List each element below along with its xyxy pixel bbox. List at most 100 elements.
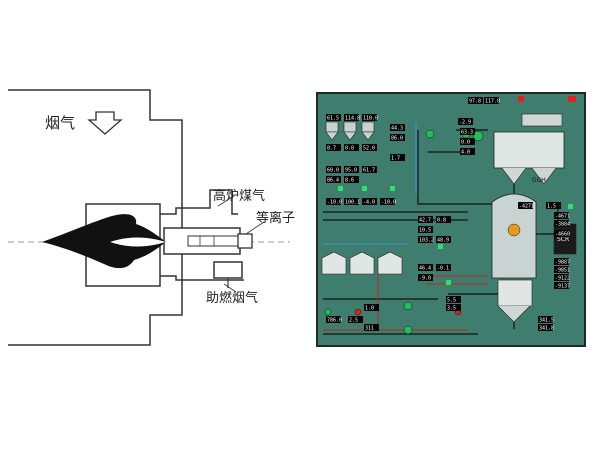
reading-box — [326, 114, 341, 121]
reading-value: -10.0 — [327, 200, 342, 206]
reading-value: 311 — [365, 326, 374, 332]
reading-box — [390, 124, 405, 131]
reading-box — [344, 176, 359, 183]
blast-furnace-gas-label: 高炉煤气 — [213, 188, 265, 204]
reading-value: 61.7 — [363, 168, 375, 174]
reading-value: 0.8 — [437, 218, 446, 224]
reading-box — [446, 296, 461, 303]
reading-box — [348, 316, 363, 323]
reading-value: 61.5 — [327, 116, 339, 122]
reading-box — [418, 264, 433, 271]
reading-box — [390, 134, 405, 141]
reading-value: 3.5 — [447, 306, 456, 312]
reading-value: 0.0 — [461, 140, 470, 146]
reading-value: 8.6 — [345, 178, 354, 184]
reading-value: -9887 — [555, 260, 570, 266]
reading-value: -9122 — [555, 276, 570, 282]
reading-value: -4671 — [555, 214, 570, 220]
reading-value: 42.7 — [419, 218, 431, 224]
reading-value: 63.3 — [461, 130, 473, 136]
reading-value: -4.0 — [363, 200, 375, 206]
scr-unit: SCR — [553, 223, 577, 255]
reading-value: 86.0 — [391, 136, 403, 142]
reading-box — [364, 304, 379, 311]
reading-value: 341.8 — [539, 326, 554, 332]
scada-screen: GGH SCR — [316, 92, 586, 347]
reading-value: 341.5 — [539, 318, 554, 324]
reading-box — [326, 198, 341, 205]
scr-label: SCR — [557, 236, 569, 243]
reading-box — [460, 128, 475, 135]
gas-pipe — [160, 189, 244, 281]
reading-value: 46.4 — [419, 266, 431, 272]
flame-shape — [42, 214, 166, 269]
reading-value: 1.5 — [547, 204, 556, 210]
reading-box — [554, 266, 569, 273]
burner-diagram: 烟气 高炉煤气 等离子 助燃烟气 — [8, 89, 295, 346]
reading-box — [362, 144, 377, 151]
reading-box — [418, 236, 433, 243]
reading-value: 95.0 — [345, 168, 357, 174]
reading-box — [362, 198, 377, 205]
reading-value: 4.0 — [461, 150, 470, 156]
reading-box — [436, 264, 451, 271]
reading-box — [458, 118, 473, 125]
reading-box — [518, 202, 533, 209]
reading-box — [446, 304, 461, 311]
reading-value: -9.0 — [419, 276, 431, 282]
reading-box — [326, 166, 341, 173]
reading-box — [436, 236, 451, 243]
reading-box — [484, 97, 499, 104]
reading-box — [546, 202, 561, 209]
reading-value: -4660 — [555, 232, 570, 238]
reading-box — [344, 114, 359, 121]
reading-box — [390, 154, 405, 161]
reading-value: 60.0 — [327, 168, 339, 174]
reading-value: -9137 — [555, 284, 570, 290]
ggh-label: GGH — [532, 177, 546, 184]
reading-value: -2.9 — [459, 120, 471, 126]
reading-box — [436, 216, 451, 223]
reading-box — [554, 230, 569, 237]
reading-box — [418, 226, 433, 233]
reading-box — [554, 220, 569, 227]
reading-value: 2.5 — [349, 318, 358, 324]
reading-box — [554, 282, 569, 289]
reading-box — [344, 144, 359, 151]
reading-box — [468, 97, 483, 104]
reading-box — [418, 216, 433, 223]
reading-box — [326, 316, 341, 323]
reading-box — [364, 324, 379, 331]
reading-box — [418, 274, 433, 281]
reading-value: 100.1 — [345, 200, 360, 206]
reading-value: -0.1 — [437, 266, 449, 272]
reading-box — [362, 114, 377, 121]
indicator-lamps — [338, 96, 576, 285]
storage-tanks — [321, 251, 403, 275]
reading-value: 1.0 — [365, 306, 374, 312]
flue-gas-arrow-icon — [87, 111, 123, 135]
chamber-outline — [8, 89, 183, 346]
ggh-unit: GGH — [493, 113, 565, 185]
reading-value: 110.0 — [363, 116, 378, 122]
reading-value: 86.4 — [327, 178, 339, 184]
reading-value: 1.7 — [391, 156, 400, 162]
reading-value: 114.8 — [345, 116, 360, 122]
reading-value: 10.5 — [419, 228, 431, 234]
reading-value: 786.0 — [327, 318, 342, 324]
reading-value: -3884 — [555, 222, 570, 228]
hopper-row — [325, 121, 375, 141]
reading-box — [326, 176, 341, 183]
reading-value: 52.0 — [363, 146, 375, 152]
boiler-tower — [491, 193, 537, 323]
reading-box — [554, 212, 569, 219]
red-flow-lines — [323, 274, 488, 331]
combustion-flue-gas-label: 助燃烟气 — [206, 290, 258, 306]
reading-box — [554, 258, 569, 265]
reading-value: 44.3 — [391, 126, 403, 132]
reading-value: 48.9 — [437, 238, 449, 244]
combustion-air-inlet — [213, 261, 243, 279]
reading-box — [460, 138, 475, 145]
reading-value: 117.0 — [485, 99, 500, 105]
